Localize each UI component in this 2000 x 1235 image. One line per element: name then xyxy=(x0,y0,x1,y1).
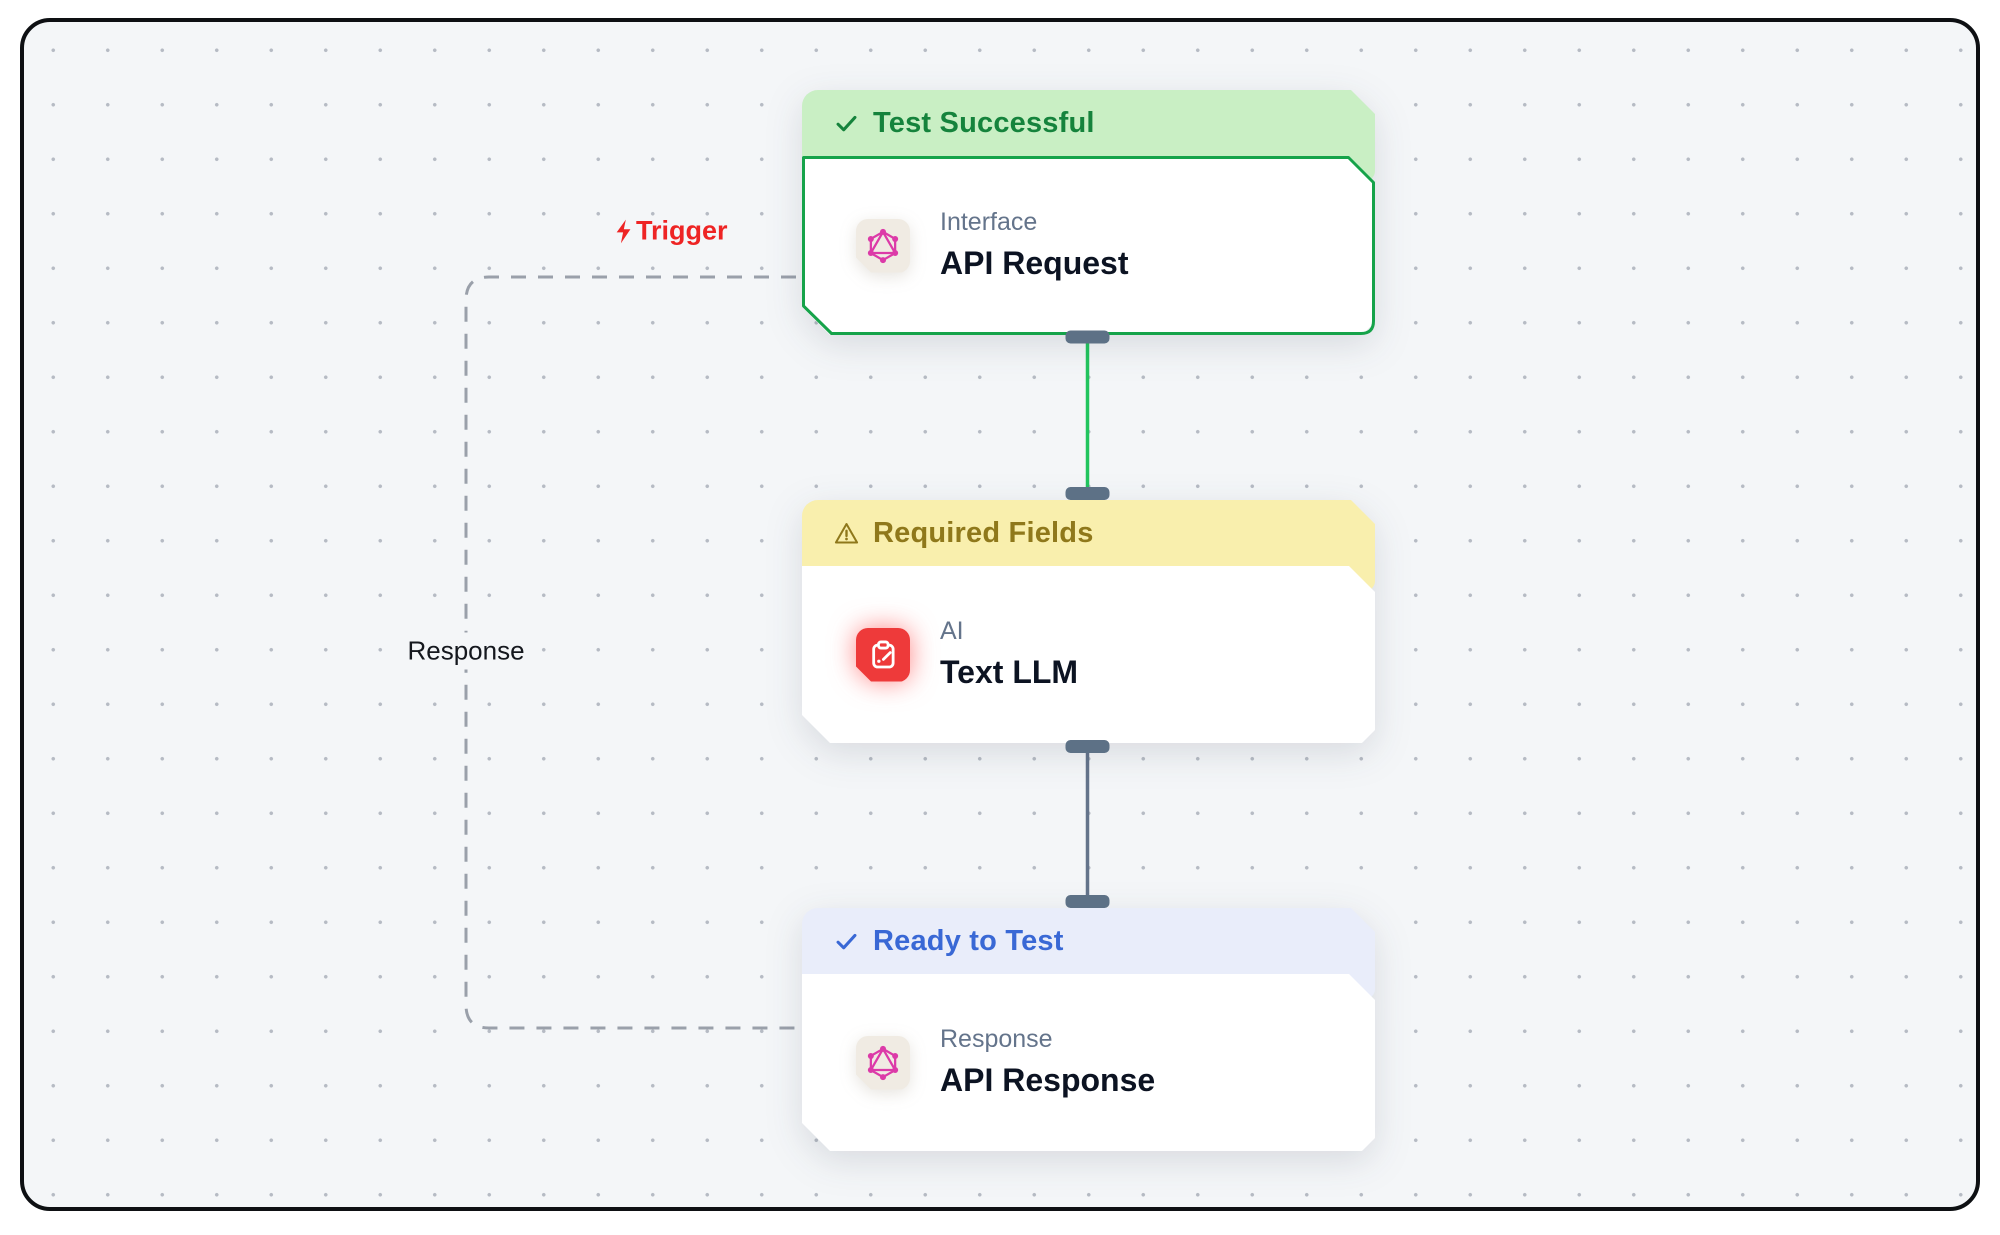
response-edge-label: Response xyxy=(398,632,534,670)
node-api-response[interactable]: Ready to Test xyxy=(802,908,1375,1154)
node-category: Interface xyxy=(940,207,1038,236)
warning-icon xyxy=(833,520,860,547)
lightning-bolt-icon xyxy=(616,219,631,243)
node-title: Text LLM xyxy=(940,653,1079,690)
node-body: Response API Response xyxy=(802,974,1375,1151)
graphql-icon xyxy=(856,219,910,273)
check-icon xyxy=(833,110,860,137)
status-label: Required Fields xyxy=(873,516,1094,549)
status-label: Ready to Test xyxy=(873,924,1064,957)
node-category: Response xyxy=(940,1024,1053,1053)
status-label: Test Successful xyxy=(873,106,1095,139)
trigger-label: Trigger xyxy=(613,216,728,247)
graphql-icon xyxy=(856,1036,910,1090)
node-api-request[interactable]: Test Successful xyxy=(802,90,1375,336)
check-icon xyxy=(833,928,860,955)
node-category: AI xyxy=(940,616,964,645)
node-body: Interface API Request xyxy=(802,156,1375,335)
clipboard-pen-icon xyxy=(856,628,910,682)
node-title: API Response xyxy=(940,1061,1156,1098)
node-title: API Request xyxy=(940,244,1129,281)
node-body: AI Text LLM xyxy=(802,566,1375,743)
node-text-llm[interactable]: Required Fields AI Text LLM xyxy=(802,500,1375,746)
